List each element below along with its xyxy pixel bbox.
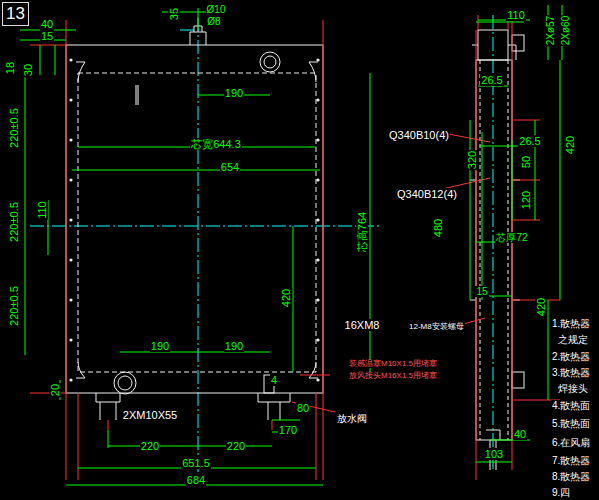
dimension-text: 420 <box>280 288 292 308</box>
note-text: 8.散热器 <box>551 471 591 482</box>
dimension-text: 320 <box>466 150 478 170</box>
dimension-text: Ø10 <box>206 4 227 15</box>
dimension-text: 40 <box>513 428 527 440</box>
dimension-text: 170 <box>278 424 298 436</box>
dimension-text: 190 <box>224 87 244 99</box>
dimension-text: 15 <box>40 30 54 42</box>
dimension-text: 26.5 <box>480 74 503 86</box>
note-text: 3.散热器 <box>551 367 591 378</box>
note-text: Q340B10(4) <box>388 129 450 141</box>
dimension-text: 80 <box>296 402 310 414</box>
dimension-text: 35 <box>168 7 180 21</box>
note-text: 12-M8安装螺母 <box>408 323 465 332</box>
dimension-text: 480 <box>432 218 444 238</box>
dimension-text: 芯宽644.3 <box>190 138 242 150</box>
dimension-text: 30 <box>22 63 34 77</box>
dimension-text: 220±0.5 <box>8 201 20 243</box>
dimension-text: Ø8 <box>206 16 221 27</box>
dimension-text: 220 <box>140 440 160 452</box>
note-text: 放风接头M16X1.5用堵塞 <box>348 372 438 381</box>
dimension-text: 220 <box>226 440 246 452</box>
dimension-text: 芯高764 <box>356 211 368 253</box>
note-text: 7.散热器 <box>551 455 591 466</box>
dimension-text: 420 <box>535 297 547 317</box>
dimension-text: 420 <box>564 135 576 155</box>
note-text: 焊接头 <box>557 383 589 394</box>
note-text: 5.散热面 <box>551 418 591 429</box>
note-text: 2.散热器 <box>551 351 591 362</box>
dimension-text: 103 <box>484 448 504 460</box>
note-text: 1.散热器 <box>551 318 591 329</box>
dimension-text: 654 <box>220 161 240 173</box>
note-text: 之规定 <box>557 334 589 345</box>
dimension-text: 2Xø57 <box>546 14 557 45</box>
dimension-text: 15 <box>475 286 488 297</box>
callout-text: 16XM8 <box>344 319 381 331</box>
callout-text: 2XM10X55 <box>122 409 178 421</box>
note-text: 6.在风扇 <box>551 437 591 448</box>
dimension-text: 110 <box>506 9 526 21</box>
dimension-text: 220±0.5 <box>8 107 20 149</box>
dimension-text: 684 <box>186 474 206 486</box>
dimension-text: 芯厚72 <box>495 232 528 243</box>
dimension-text: 18 <box>4 61 16 75</box>
dimension-text: 20 <box>49 383 61 397</box>
dimension-text: 40 <box>40 18 54 30</box>
dimension-text: 120 <box>520 190 532 210</box>
dimension-text: 651.5 <box>181 457 211 469</box>
dimension-text: 4 <box>270 374 278 386</box>
dimension-text: 26.5 <box>518 135 541 147</box>
dimension-text: 2Xø60 <box>561 14 572 45</box>
note-text: 4.散热面 <box>551 400 591 411</box>
callout-text: 放水阀 <box>336 413 368 424</box>
dimension-text: 50 <box>520 155 532 169</box>
sheet-number: 13 <box>6 4 25 23</box>
note-text: 装感温塞M10X1.5用堵塞 <box>348 360 438 369</box>
dimension-text: 190 <box>224 340 244 352</box>
dimension-text: 220±0.5 <box>8 285 20 327</box>
dimension-text: 110 <box>36 200 48 220</box>
dimension-text: 190 <box>150 340 170 352</box>
note-text: 9.四 <box>551 487 571 498</box>
sheet-number-box: 13 <box>2 2 29 26</box>
note-text: Q340B12(4) <box>396 188 458 200</box>
